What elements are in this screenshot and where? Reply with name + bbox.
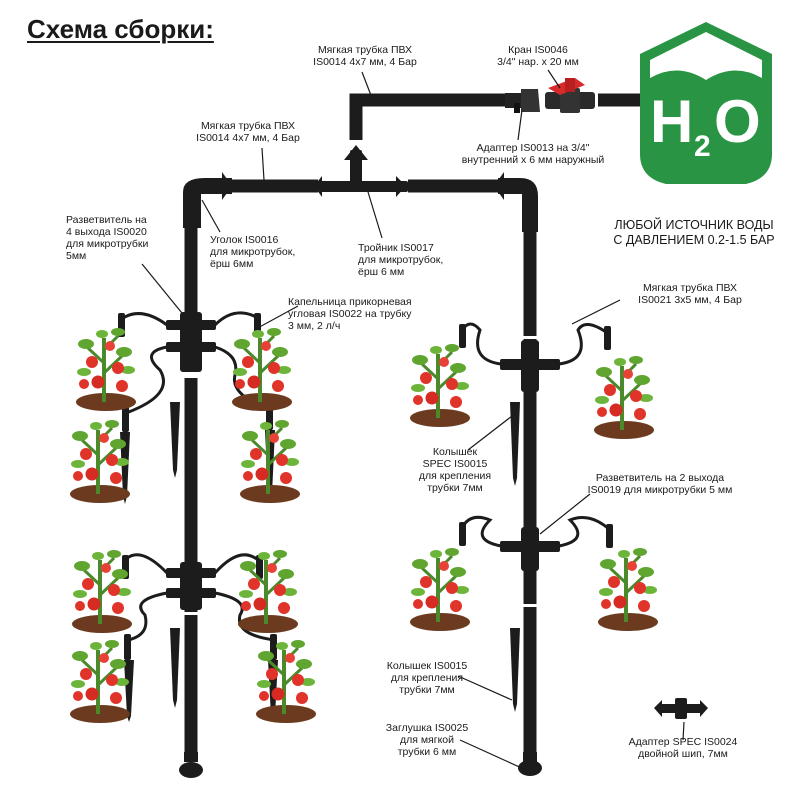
label-stake-spec: Колышек SPEC IS0015 для крепления трубки…	[418, 446, 492, 494]
splitter2-bottom-icon	[500, 527, 560, 571]
splitter2-top-icon	[500, 340, 560, 392]
label-splitter4: Разветвитель на 4 выхода IS0020 для микр…	[66, 214, 149, 262]
h2o-subscript: 2	[694, 130, 711, 163]
label-tee: Тройник IS0017 для микротрубок, ёрш 6 мм	[358, 242, 444, 278]
label-adapter: Адаптер IS0013 на 3/4" внутренний х 6 мм…	[461, 142, 605, 166]
water-source-note: ЛЮБОЙ ИСТОЧНИК ВОДЫ С ДАВЛЕНИЕМ 0.2-1.5 …	[613, 218, 775, 247]
stakes	[120, 402, 520, 722]
label-splitter2: Разветвитель на 2 выхода IS0019 для микр…	[587, 472, 733, 496]
adapter-icon	[505, 89, 540, 113]
micro-tubes	[119, 311, 612, 642]
label-tube-left: Мягкая трубка ПВХ IS0014 4х7 мм, 4 Бар	[196, 120, 300, 144]
supply-tube	[349, 93, 505, 140]
plug-right-icon	[518, 752, 542, 776]
page-title: Схема сборки:	[27, 14, 214, 44]
adapter-spec-icon	[654, 698, 708, 719]
h2o-logo: H 2 O	[640, 22, 772, 184]
label-dripper: Капельница прикорневая угловая IS0022 на…	[288, 296, 412, 332]
h2o-tail-letter: O	[714, 88, 761, 155]
label-elbow: Уголок IS0016 для микротрубок, ёрш 6мм	[210, 234, 296, 270]
main-tubes	[184, 93, 640, 758]
label-tap: Кран IS0046 3/4" нар. х 20 мм	[497, 44, 579, 68]
label-plug: Заглушка IS0025 для мягкой трубки 6 мм	[385, 722, 469, 758]
elbow-right-icon	[494, 172, 538, 232]
tee-icon	[314, 145, 408, 197]
label-tube-micro: Мягкая трубка ПВХ IS0021 3х5 мм, 4 Бар	[638, 282, 742, 306]
elbow-left-icon	[183, 172, 232, 228]
label-stake: Колышек IS0015 для крепления трубки 7мм	[386, 660, 468, 696]
splitter4-top-icon	[166, 300, 216, 372]
tomato-plants	[68, 326, 660, 725]
splitter4-bottom-icon	[166, 562, 216, 610]
plug-left-icon	[179, 752, 203, 778]
label-tube-top: Мягкая трубка ПВХ IS0014 4х7 мм, 4 Бар	[313, 44, 417, 68]
label-adapter-spec: Адаптер SPEC IS0024 двойной шип, 7мм	[628, 736, 738, 760]
tap-icon	[545, 78, 595, 113]
h2o-main-letter: H	[650, 88, 693, 155]
leader-lines	[141, 69, 685, 771]
